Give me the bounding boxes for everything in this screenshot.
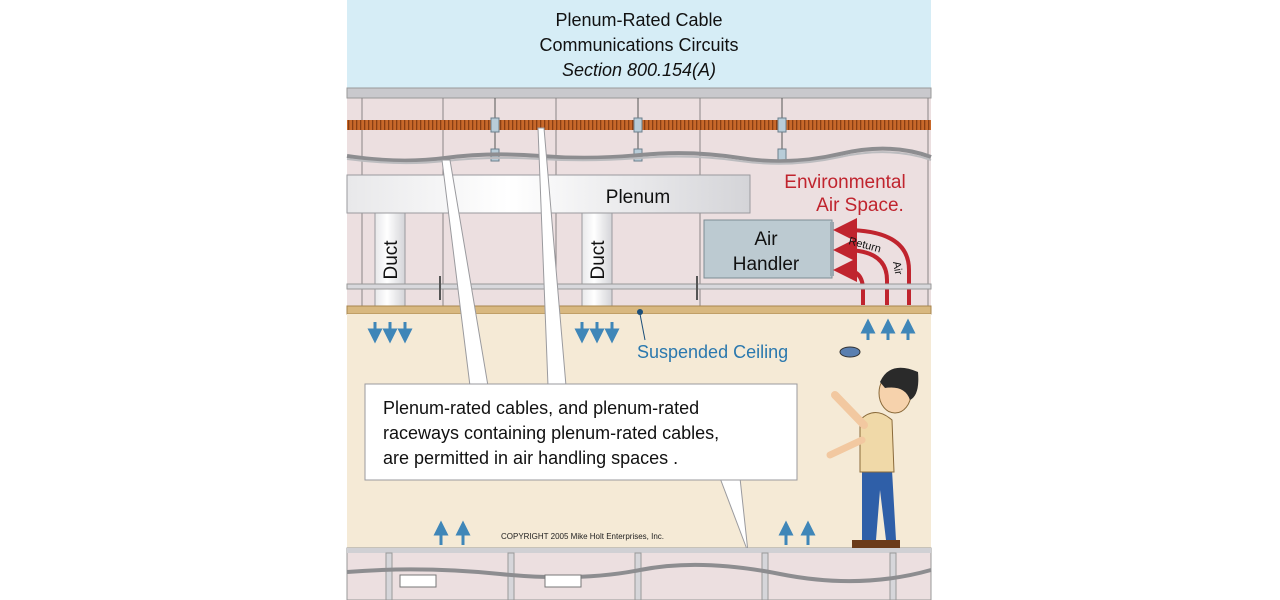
plenum-label: Plenum <box>606 187 670 208</box>
plenum-cable-bundle <box>346 146 932 164</box>
suspended-ceiling-label: Suspended Ceiling <box>637 342 788 362</box>
callout-line-3: are permitted in air handling spaces . <box>383 448 678 468</box>
return-air-arrows <box>833 218 911 305</box>
environmental-label-1: Environmental <box>784 172 905 193</box>
duct-label-left: Duct <box>381 240 402 280</box>
title-line-1: Plenum-Rated Cable <box>555 10 722 30</box>
air-handler-label-2: Handler <box>733 254 800 275</box>
callout-line-2: raceways containing plenum-rated cables, <box>383 423 719 443</box>
air-label: Air <box>890 260 904 276</box>
title-panel <box>347 0 931 88</box>
title-line-3: Section 800.154(A) <box>562 60 716 80</box>
duct-label-right: Duct <box>588 240 609 280</box>
air-handler-label-1: Air <box>754 229 778 250</box>
lower-rail <box>346 283 932 290</box>
duct-right <box>581 212 613 308</box>
duct-left <box>374 212 406 308</box>
title-line-2: Communications Circuits <box>539 35 738 55</box>
underfloor-cable <box>346 562 932 584</box>
technician-figure <box>826 346 919 548</box>
air-handler <box>703 219 833 279</box>
environmental-label-2: Air Space. <box>816 195 904 216</box>
callout-line-1: Plenum-rated cables, and plenum-rated <box>383 398 699 418</box>
copyright: COPYRIGHT 2005 Mike Holt Enterprises, In… <box>501 532 664 541</box>
structural-beam <box>346 87 932 99</box>
callout-box <box>364 383 798 481</box>
